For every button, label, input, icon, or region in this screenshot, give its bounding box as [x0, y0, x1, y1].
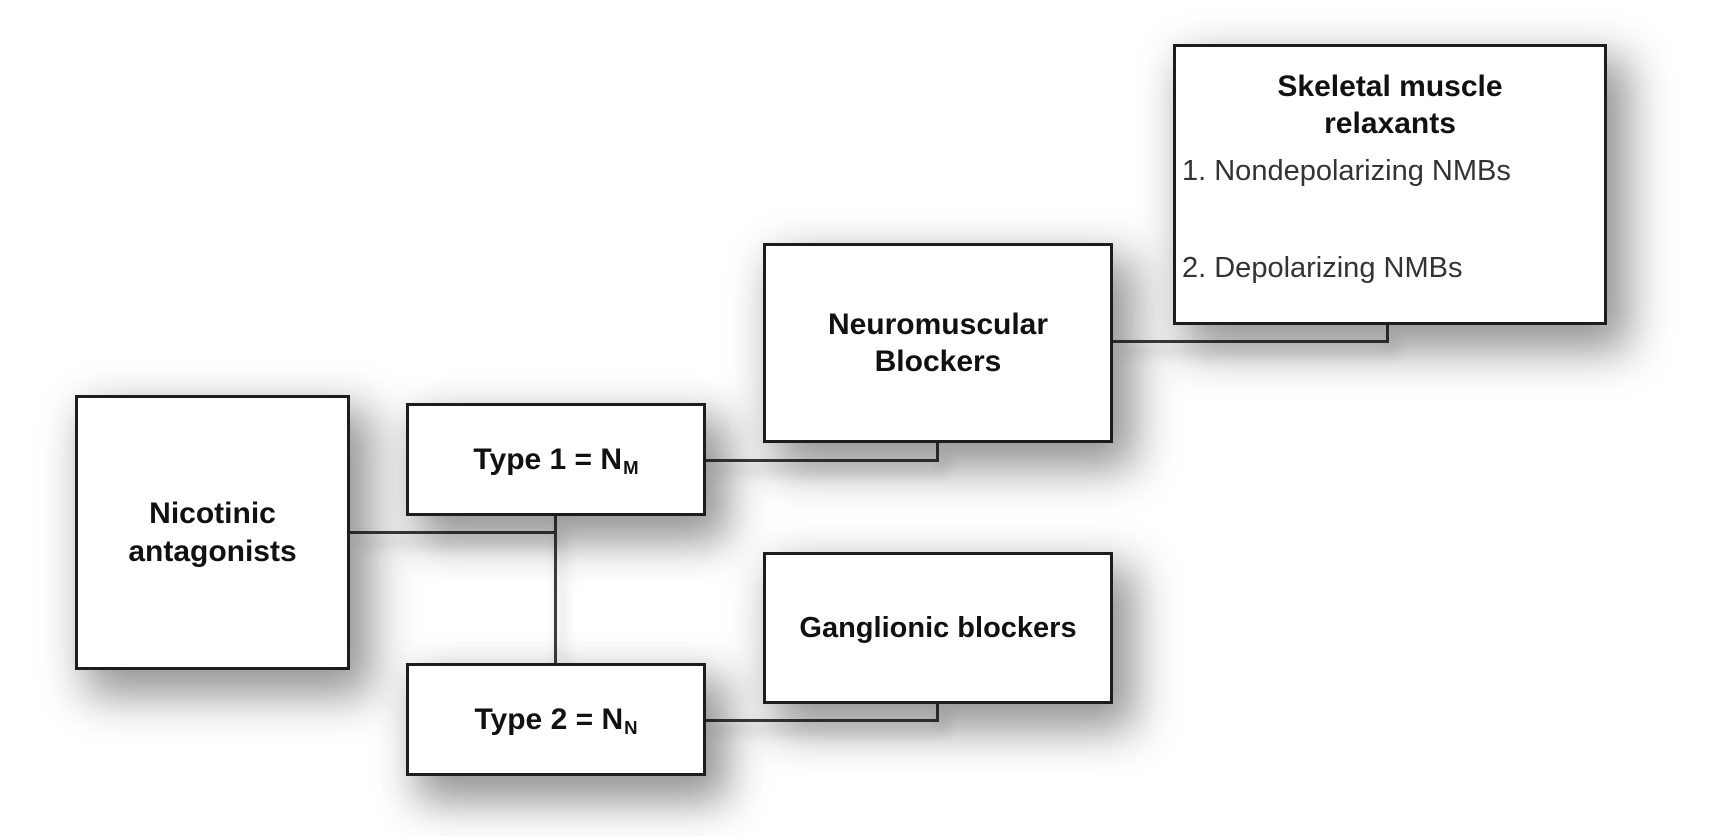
type2-subscript: N: [624, 717, 638, 739]
connector-type1-to-neuromuscular-horizontal: [706, 459, 939, 462]
type1-label: Type 1 = NM: [473, 441, 638, 479]
node-neuromuscular-blockers: Neuromuscular Blockers: [763, 243, 1113, 443]
connector-type1-to-neuromuscular-stub: [936, 443, 939, 461]
node-ganglionic-blockers: Ganglionic blockers: [763, 552, 1113, 704]
skeletal-muscle-relaxants-title: Skeletal muscle relaxants: [1277, 70, 1503, 140]
type1-label-prefix: Type 1 = N: [473, 442, 623, 476]
ganglionic-blockers-label: Ganglionic blockers: [799, 611, 1077, 644]
connector-neuromuscular-to-skeletal-stub: [1386, 325, 1389, 342]
connector-type2-to-ganglionic-stub: [936, 703, 939, 721]
connector-neuromuscular-to-skeletal-horizontal: [1113, 340, 1389, 343]
skeletal-list-item-depolarizing: 2. Depolarizing NMBs: [1182, 251, 1463, 284]
neuromuscular-blockers-label: Neuromuscular Blockers: [827, 307, 1049, 379]
type2-label: Type 2 = NN: [474, 701, 637, 739]
connector-root-to-trunk: [350, 531, 556, 534]
node-type2-nn: Type 2 = NN: [406, 663, 706, 776]
node-skeletal-muscle-relaxants: Skeletal muscle relaxants 1. Nondepolari…: [1173, 44, 1607, 325]
node-type1-nm: Type 1 = NM: [406, 403, 706, 516]
skeletal-list-item-nondepolarizing: 1. Nondepolarizing NMBs: [1182, 155, 1511, 188]
node-nicotinic-antagonists: Nicotinic antagonists: [75, 395, 350, 670]
connector-type2-to-ganglionic-horizontal: [706, 719, 939, 722]
nicotinic-antagonists-label: Nicotinic antagonists: [128, 497, 297, 568]
type1-subscript: M: [623, 457, 639, 479]
connector-trunk-type1-type2: [554, 516, 557, 663]
type2-label-prefix: Type 2 = N: [474, 702, 624, 736]
